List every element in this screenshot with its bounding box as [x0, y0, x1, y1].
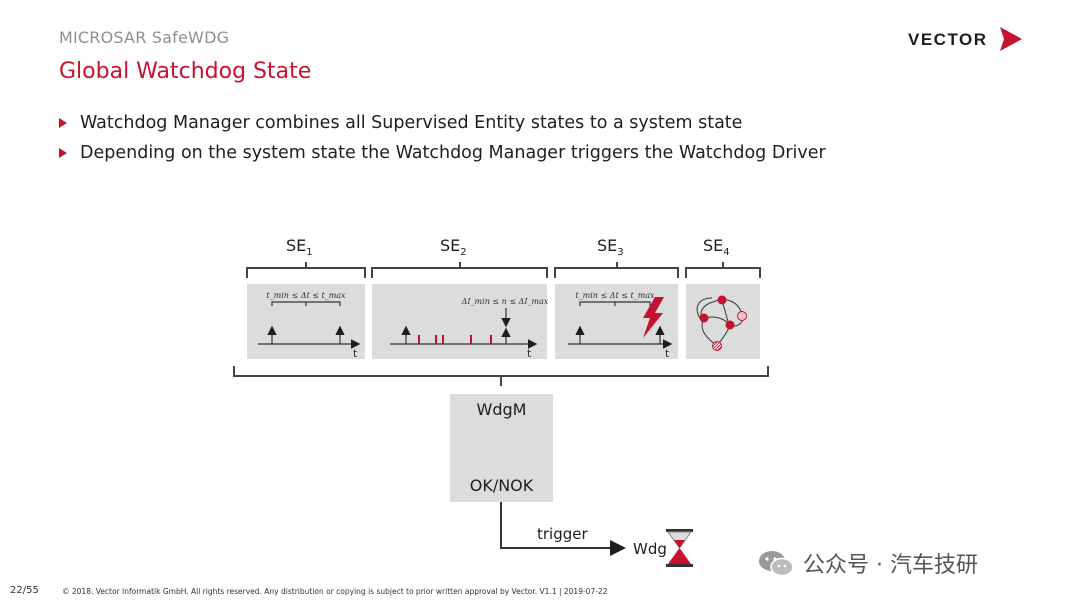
se3-label-text: SE: [597, 236, 618, 255]
presentation-subtitle: MICROSAR SafeWDG: [59, 28, 230, 47]
se3-timeline: t_min ≤ Δt ≤ t_max t: [568, 291, 673, 360]
se4-panel: [686, 284, 760, 359]
bullet-arrow-icon: [59, 148, 67, 158]
se1-formula: t_min ≤ Δt ≤ t_max: [266, 291, 346, 300]
se-braces: [246, 262, 761, 278]
hourglass-icon: [666, 529, 693, 567]
vector-logo-text: VECTOR: [908, 30, 988, 49]
bullet-text: Depending on the system state the Watchd…: [80, 143, 826, 163]
se3-label-sub: 3: [617, 247, 624, 259]
se2-label-sub: 2: [460, 247, 467, 259]
se4-label-text: SE: [703, 236, 724, 255]
se1-brace: [246, 262, 366, 278]
vector-logo-chevron: [1000, 27, 1022, 51]
se4-state-node: [712, 341, 722, 351]
wdgm-status: OK/NOK: [469, 476, 534, 495]
wdg-label: Wdg: [633, 540, 667, 558]
se1-panel: [247, 284, 365, 359]
se3-formula: t_min ≤ Δt ≤ t_max: [575, 291, 655, 300]
lightning-bolt-icon: [643, 297, 664, 338]
se4-state-node: [725, 320, 735, 330]
combine-brace: [233, 366, 769, 386]
se4-brace: [685, 262, 761, 278]
se2-label-text: SE: [440, 236, 461, 255]
se3-label: SE3: [597, 236, 624, 258]
bullet-arrow-icon: [59, 118, 67, 128]
se2-axis-label: t: [527, 347, 532, 360]
footer-copyright: © 2018. Vector Informatik GmbH. All righ…: [62, 587, 608, 596]
se4-state-node: [699, 313, 709, 323]
bullet-item: Depending on the system state the Watchd…: [59, 143, 826, 163]
bullet-text: Watchdog Manager combines all Supervised…: [80, 113, 743, 133]
se2-brace: [371, 262, 548, 278]
se2-panel: [372, 284, 547, 359]
se4-state-node: [717, 295, 727, 305]
se1-axis-label: t: [353, 347, 358, 360]
se4-state-node: [737, 311, 747, 321]
se4-label-sub: 4: [723, 247, 730, 259]
wdgm-label: WdgM: [476, 400, 527, 419]
wdgm-box: [450, 394, 553, 502]
se2-timeline: ΔI_min ≤ n ≤ ΔI_max t: [390, 297, 549, 360]
se2-formula: ΔI_min ≤ n ≤ ΔI_max: [461, 297, 549, 306]
watermark-text: 公众号 · 汽车技研: [803, 553, 978, 578]
se4-label: SE4: [703, 236, 730, 258]
page-number: 22/55: [10, 585, 39, 596]
se1-label-sub: 1: [306, 247, 313, 259]
bullet-item: Watchdog Manager combines all Supervised…: [59, 113, 742, 133]
watermark: 公众号 · 汽车技研: [757, 547, 978, 579]
se1-label-text: SE: [286, 236, 307, 255]
vector-logo: VECTOR: [908, 27, 1022, 51]
se1-label: SE1: [286, 236, 313, 258]
slide-title: Global Watchdog State: [59, 59, 312, 84]
se1-timeline: t_min ≤ Δt ≤ t_max t: [258, 291, 361, 360]
wechat-icon: [759, 551, 794, 577]
trigger-label: trigger: [537, 525, 588, 543]
se3-brace: [554, 262, 679, 278]
se3-panel: [555, 284, 678, 359]
trigger-arrow: [500, 502, 626, 556]
se2-label: SE2: [440, 236, 467, 258]
se3-axis-label: t: [665, 347, 670, 360]
